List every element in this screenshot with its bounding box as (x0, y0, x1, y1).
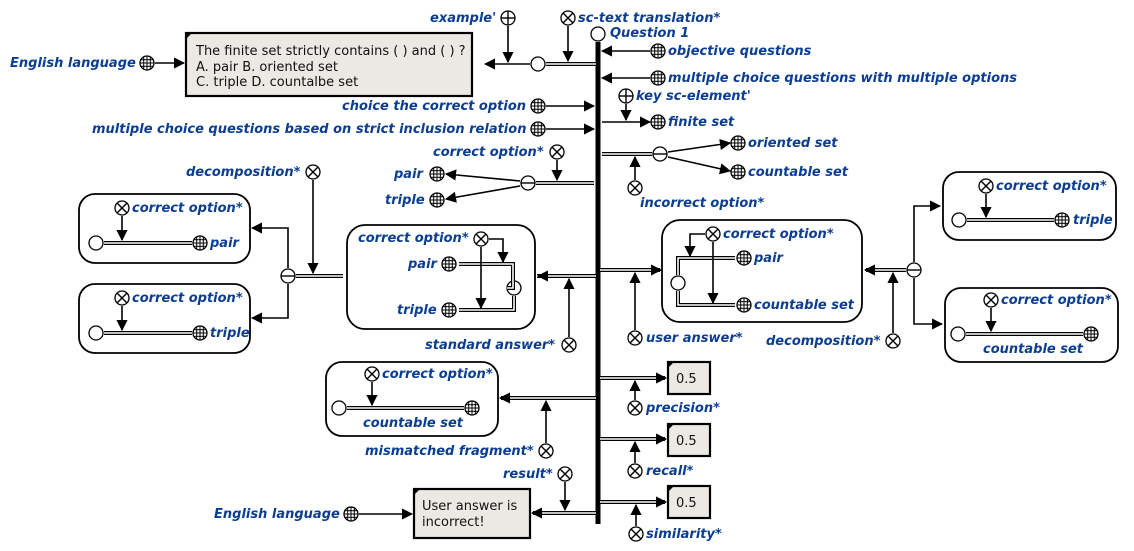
result-line-2: incorrect! (422, 515, 485, 530)
mismatched-fragment-label: mismatched fragment* (365, 444, 534, 459)
user-answer-node (627, 330, 643, 346)
correct-option-main-label: correct option* (433, 145, 544, 160)
precision-value: 0.5 (676, 372, 697, 387)
mc-strict-inclusion-label: multiple choice questions based on stric… (92, 122, 526, 137)
multiple-choice-options-label: multiple choice questions with multiple … (668, 71, 1017, 86)
mismatched-fragment-node (538, 443, 554, 459)
result-label: result* (503, 467, 553, 482)
decomp-pair-box: correct option* pair (78, 193, 251, 264)
question-1-label: Question 1 (610, 26, 689, 41)
choice-correct-option-node (530, 98, 546, 114)
result-node (557, 466, 573, 482)
user-decomp-triple-relation-label: correct option* (996, 179, 1107, 194)
multiple-choice-options-node (650, 70, 666, 86)
decomposition-right-group-node (906, 262, 922, 278)
decomposition-left-group-node (280, 268, 296, 284)
std-correct-option-label: correct option* (358, 231, 469, 246)
english-language-2-node (343, 506, 359, 522)
decomp-triple-box: correct option* triple (78, 283, 251, 354)
decomposition-right-label: decomposition* (766, 334, 881, 349)
pair-label: pair (393, 167, 425, 182)
finite-set-label: finite set (668, 115, 735, 130)
correct-option-group-node (520, 175, 536, 191)
sc-text-translation-label: sc-text translation* (578, 11, 720, 26)
english-language-2-label: English language (214, 507, 340, 522)
std-triple-node (441, 302, 457, 318)
incorrect-option-label: incorrect option* (640, 196, 765, 211)
decomp-pair-target-label: pair (209, 236, 241, 251)
correct-option-main-node (549, 144, 565, 160)
recall-box: 0.5 (666, 422, 712, 458)
countable-set-label: countable set (748, 165, 849, 180)
user-answer-box: correct option* pair countable set (661, 219, 863, 323)
incorrect-option-group-node (652, 146, 668, 162)
precision-box: 0.5 (666, 360, 712, 396)
user-relation-label: correct option* (723, 227, 834, 242)
example-node (500, 10, 516, 26)
user-answer-label: user answer* (646, 331, 743, 346)
key-sc-element-label: key sc-element' (636, 89, 751, 104)
english-language-1-label: English language (10, 56, 136, 71)
similarity-value: 0.5 (676, 496, 697, 511)
decomposition-right-node (885, 333, 901, 349)
user-pair-label: pair (753, 251, 785, 266)
decomposition-left-label: decomposition* (186, 165, 301, 180)
standard-answer-label: standard answer* (425, 338, 555, 353)
recall-node (627, 463, 643, 479)
question-line-2: A. pair B. oriented set (196, 60, 338, 75)
user-countable-label: countable set (754, 298, 855, 313)
std-pair-node (441, 256, 457, 272)
question-box: The finite set strictly contains ( ) and… (184, 31, 474, 98)
question-line-1: The finite set strictly contains ( ) and… (195, 44, 466, 59)
mismatch-box: correct option* countable set (325, 361, 499, 437)
mc-strict-inclusion-node (530, 121, 546, 137)
precision-node (627, 400, 643, 416)
triple-node (429, 192, 445, 208)
oriented-set-label: oriented set (748, 136, 838, 151)
recall-label: recall* (646, 464, 694, 479)
pair-node (429, 166, 445, 182)
similarity-label: similarity* (646, 527, 722, 542)
std-pair-label: pair (407, 257, 439, 272)
similarity-node (628, 526, 644, 542)
recall-value: 0.5 (676, 434, 697, 449)
decomposition-left-node (305, 164, 321, 180)
sc-text-translation-node (560, 10, 576, 26)
mismatch-target-label: countable set (363, 416, 464, 431)
std-triple-label: triple (397, 303, 437, 318)
finite-set-node (650, 114, 666, 130)
translation-node (530, 56, 546, 72)
user-decomp-countable-target-label: countable set (983, 342, 1084, 357)
key-sc-element-node (618, 88, 634, 104)
choice-correct-option-label: choice the correct option (342, 99, 526, 114)
decomp-triple-relation-label: correct option* (132, 291, 243, 306)
precision-label: precision* (645, 401, 720, 416)
result-box: User answer is incorrect! (412, 487, 532, 540)
triple-label: triple (385, 193, 425, 208)
incorrect-option-node (627, 180, 643, 196)
standard-answer-node (561, 337, 577, 353)
similarity-box: 0.5 (666, 484, 712, 520)
std-correct-option-node (473, 231, 489, 247)
mismatch-relation-label: correct option* (382, 367, 493, 382)
countable-set-node (730, 164, 746, 180)
user-decomp-triple-target-label: triple (1073, 213, 1113, 228)
example-label: example' (430, 11, 496, 26)
objective-questions-node (650, 43, 666, 59)
user-decomp-countable-box: correct option* countable set (944, 287, 1119, 363)
standard-answer-box: correct option* pair triple (346, 224, 536, 330)
user-decomp-triple-box: correct option* triple (942, 171, 1117, 241)
oriented-set-node (730, 135, 746, 151)
result-line-1: User answer is (422, 499, 517, 514)
objective-questions-label: objective questions (668, 44, 812, 59)
question-node (590, 26, 606, 42)
decomp-pair-relation-label: correct option* (132, 201, 243, 216)
question-line-3: C. triple D. countalbe set (196, 75, 358, 90)
english-language-1-node (139, 55, 155, 71)
user-decomp-countable-relation-label: correct option* (1001, 293, 1112, 308)
decomp-triple-target-label: triple (210, 326, 250, 341)
